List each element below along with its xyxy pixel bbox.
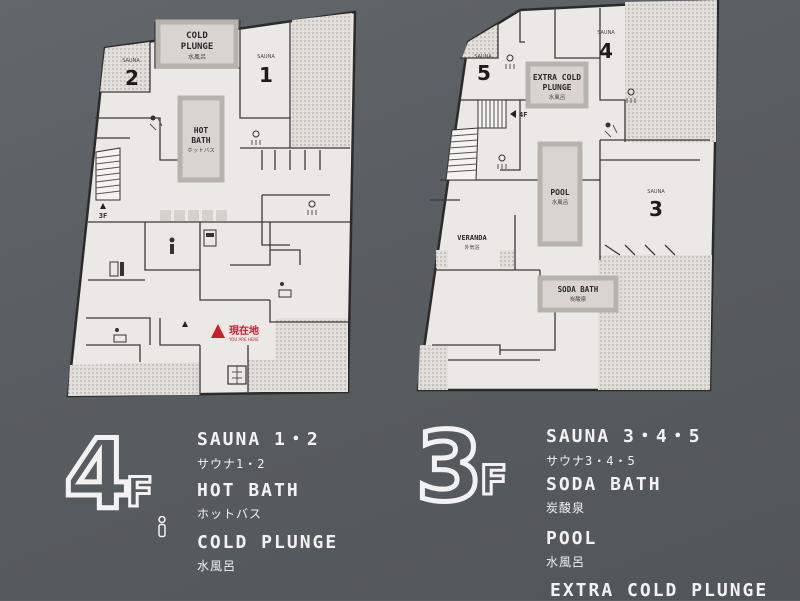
vending-machine-icon bbox=[203, 229, 217, 247]
shower-icon bbox=[251, 130, 261, 145]
bench-icon bbox=[278, 282, 292, 298]
legend-item-en: COLD PLUNGE bbox=[197, 532, 339, 553]
shower-icon bbox=[497, 154, 507, 169]
floor4-hot-bath-pool bbox=[177, 95, 225, 183]
floor4-hot-bath-label2: BATH bbox=[191, 136, 210, 145]
floor3-f: F bbox=[480, 458, 507, 504]
floor3-pool-jp: 水風呂 bbox=[552, 198, 569, 206]
elevator-icon bbox=[227, 365, 247, 385]
floor3-veranda-jp: 外気浴 bbox=[464, 244, 479, 251]
floor4-stairs bbox=[95, 147, 121, 201]
floor4-sauna2-number: 2 bbox=[125, 66, 139, 90]
floor4-cold-plunge-jp: 水風呂 bbox=[188, 53, 206, 61]
legend-item-en: SAUNA 1・2 bbox=[197, 429, 320, 450]
floor3-legend-item: SODA BATH 炭酸泉 bbox=[546, 474, 662, 516]
floor3-extra-cold-jp: 水風呂 bbox=[549, 93, 566, 101]
floor3-extra-cold-label2: PLUNGE bbox=[543, 83, 572, 92]
floor4-lockers bbox=[160, 210, 227, 221]
floor3-sauna3-small: SAUNA bbox=[647, 189, 665, 195]
bench-icon bbox=[113, 328, 127, 343]
legend-item-en: SAUNA 3・4・5 bbox=[546, 426, 702, 447]
floor3-legend-item: POOL 水風呂 bbox=[546, 528, 597, 570]
here-jp: 現在地 bbox=[229, 324, 259, 337]
legend-item-jp: 炭酸泉 bbox=[546, 501, 586, 515]
legend-item-en: POOL bbox=[546, 528, 598, 549]
floor4-title: 4 F bbox=[62, 417, 172, 534]
hair-dryer-icon bbox=[109, 261, 124, 277]
floor4-sauna1-small: SAUNA bbox=[257, 54, 275, 60]
person-icon bbox=[169, 237, 175, 254]
legend-item-jp: 水風呂 bbox=[197, 559, 237, 573]
floor4-stairs-label: 3F bbox=[99, 212, 107, 220]
floor3-stairs-label: 4F bbox=[519, 111, 527, 119]
up-arrow-icon bbox=[182, 321, 188, 327]
floor3-extra-cold-label: EXTRA COLD bbox=[533, 73, 581, 82]
floor4-plan: COLD PLUNGE 水風呂 HOT BATH ホットバス SAUNA 2 S… bbox=[66, 10, 357, 398]
floor4-sauna2-small: SAUNA bbox=[122, 58, 140, 64]
floor4-cold-plunge-label: COLD bbox=[186, 31, 208, 41]
legend-item-jp: サウナ3・4・5 bbox=[546, 454, 636, 468]
floor3-legend-item: EXTRA COLD PLUNGE bbox=[550, 580, 768, 601]
floor4-cold-plunge-label2: PLUNGE bbox=[181, 42, 214, 52]
here-en: YOU ARE HERE bbox=[228, 337, 259, 342]
legend-item-jp: 水風呂 bbox=[546, 555, 586, 569]
floor3-pool bbox=[537, 141, 583, 247]
legend-item-en: EXTRA COLD PLUNGE bbox=[550, 580, 769, 601]
floor3-sauna5-number: 5 bbox=[477, 61, 491, 85]
left-arrow-icon bbox=[510, 110, 516, 118]
floor4-legend-item: HOT BATH ホットバス bbox=[197, 480, 300, 522]
washbasin-icon bbox=[604, 122, 618, 138]
floor3-sauna4-small: SAUNA bbox=[597, 30, 615, 36]
floor4-hot-bath-jp: ホットバス bbox=[187, 147, 215, 154]
floor4-legend-item: COLD PLUNGE 水風呂 bbox=[197, 532, 338, 574]
floor4-f: F bbox=[126, 470, 153, 516]
floor3-stairs bbox=[445, 99, 507, 181]
shower-icon bbox=[626, 88, 636, 103]
floor3-sauna3-number: 3 bbox=[649, 197, 663, 221]
legend-item-en: SODA BATH bbox=[546, 474, 662, 495]
floor3-veranda-label: VERANDA bbox=[457, 234, 487, 242]
floor4-cold-plunge-pool bbox=[155, 19, 239, 69]
shower-icon bbox=[307, 200, 317, 215]
legend-item-jp: ホットバス bbox=[197, 507, 263, 521]
floor4-title-graphic: 4 F bbox=[62, 417, 155, 534]
floor4-hot-bath-label: HOT bbox=[194, 126, 209, 135]
you-are-here-marker: 現在地 YOU ARE HERE bbox=[211, 324, 259, 342]
floor3-sauna5-small: SAUNA bbox=[474, 54, 492, 60]
shower-icon bbox=[505, 54, 515, 69]
floor3-sauna4-number: 4 bbox=[599, 39, 613, 63]
floor4-person-icon bbox=[156, 515, 168, 542]
legend-item-en: HOT BATH bbox=[197, 480, 300, 501]
floor4-number: 4 bbox=[64, 420, 131, 520]
legend-item-jp: サウナ1・2 bbox=[197, 457, 266, 471]
floor3-title: 3 F bbox=[414, 409, 534, 526]
floor4-legend-item: SAUNA 1・2 サウナ1・2 bbox=[197, 425, 320, 472]
floor3-soda-bath-label: SODA BATH bbox=[558, 285, 599, 294]
floor3-soda-bath-jp: 炭酸泉 bbox=[570, 295, 587, 303]
floor3-soda-bath-pool bbox=[537, 275, 619, 313]
floor3-number: 3 bbox=[416, 414, 483, 514]
floor3-legend-item: SAUNA 3・4・5 サウナ3・4・5 bbox=[546, 422, 702, 469]
washbasin-icon bbox=[149, 115, 163, 131]
floor3-extra-cold-pool bbox=[525, 61, 589, 109]
floor3-pool-label: POOL bbox=[550, 188, 569, 197]
floor4-sauna1-number: 1 bbox=[259, 63, 273, 87]
floor3-plan: 4F EXTRA COLD PLUNGE 水風呂 POOL 水風呂 SODA B… bbox=[416, 0, 720, 392]
floor3-title-graphic: 3 F bbox=[414, 409, 509, 526]
